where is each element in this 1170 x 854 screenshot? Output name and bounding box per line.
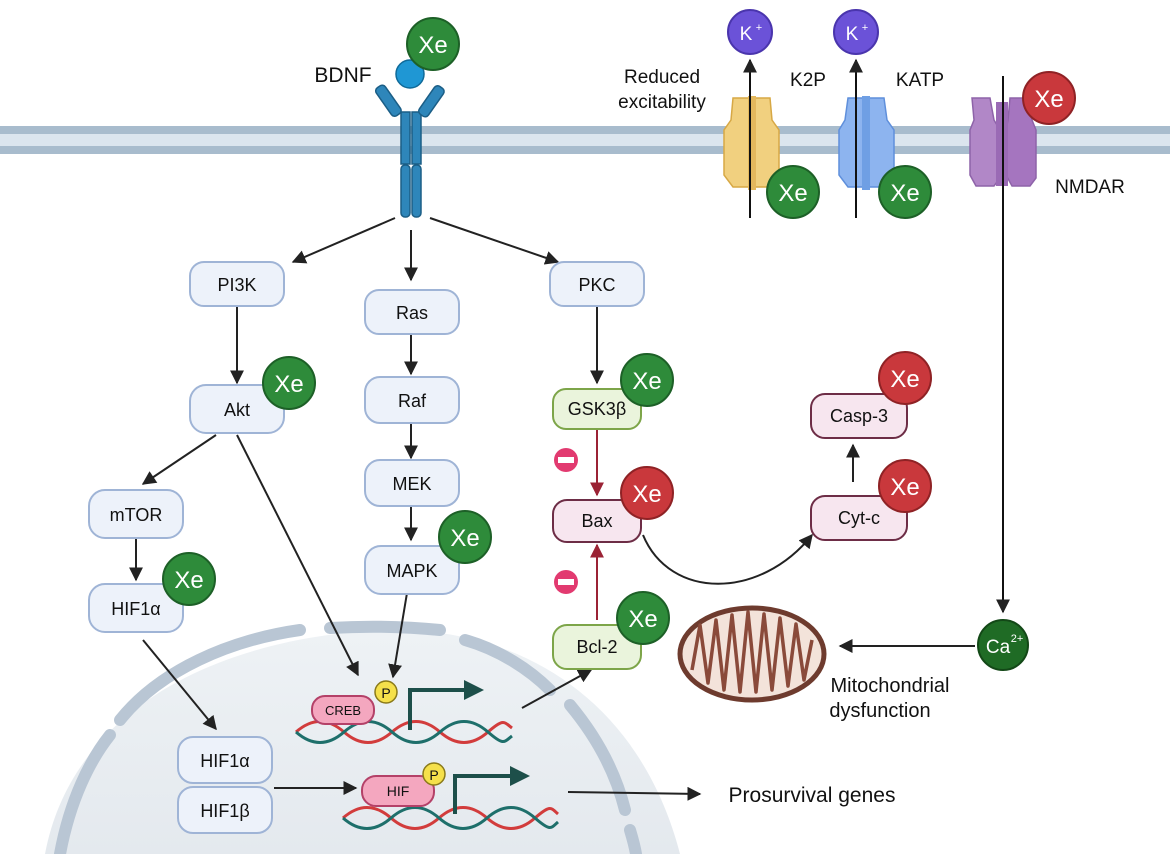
xe-badge-mapk: Xe bbox=[438, 510, 492, 564]
svg-text:HIF: HIF bbox=[387, 783, 410, 799]
svg-text:Xe: Xe bbox=[274, 371, 303, 398]
node-mtor: mTOR bbox=[88, 489, 184, 539]
node-cytc: Cyt-c bbox=[810, 495, 908, 541]
svg-text:+: + bbox=[756, 22, 762, 34]
svg-text:Bcl-2: Bcl-2 bbox=[576, 637, 617, 657]
xe-badge-gsk3b: Xe bbox=[620, 353, 674, 407]
svg-text:HIF1β: HIF1β bbox=[200, 801, 249, 821]
xe-badge-cytc: Xe bbox=[878, 459, 932, 513]
svg-text:Akt: Akt bbox=[224, 400, 250, 420]
svg-text:Xe: Xe bbox=[418, 32, 447, 59]
node-hif1b-nucleus: HIF1β bbox=[177, 786, 273, 834]
creb-dna bbox=[295, 680, 513, 744]
svg-text:MAPK: MAPK bbox=[386, 561, 437, 581]
svg-text:Xe: Xe bbox=[628, 606, 657, 633]
svg-text:K: K bbox=[740, 24, 753, 45]
svg-text:Xe: Xe bbox=[890, 180, 919, 207]
node-raf: Raf bbox=[364, 376, 460, 424]
xe-badge-hif1a: Xe bbox=[162, 552, 216, 606]
inhibit-sign-2 bbox=[554, 570, 578, 594]
katp-label: KATP bbox=[896, 70, 944, 91]
svg-text:Ras: Ras bbox=[396, 303, 428, 323]
svg-text:Raf: Raf bbox=[398, 391, 427, 411]
node-mapk: MAPK bbox=[364, 545, 460, 595]
xe-badge-katp: Xe bbox=[878, 165, 932, 219]
k2p-channel bbox=[723, 96, 780, 190]
mito-label-1: Mitochondrial bbox=[831, 675, 950, 697]
svg-text:Xe: Xe bbox=[632, 481, 661, 508]
creb-protein: CREB bbox=[311, 695, 375, 725]
svg-text:Casp-3: Casp-3 bbox=[830, 406, 888, 426]
signal-arrows bbox=[129, 217, 975, 801]
bdnf-label: BDNF bbox=[314, 64, 371, 87]
reduced-excitability-label-2: excitability bbox=[618, 92, 706, 113]
svg-text:Xe: Xe bbox=[890, 366, 919, 393]
xe-badge-bcl2: Xe bbox=[616, 591, 670, 645]
svg-text:MEK: MEK bbox=[392, 474, 431, 494]
prosurvival-label: Prosurvival genes bbox=[729, 784, 896, 807]
node-ras: Ras bbox=[364, 289, 460, 335]
inhibit-sign-1 bbox=[554, 448, 578, 472]
k2p-label: K2P bbox=[790, 70, 826, 91]
nmdar-label: NMDAR bbox=[1055, 177, 1125, 198]
svg-text:Xe: Xe bbox=[890, 474, 919, 501]
hif-phospho: P bbox=[422, 762, 446, 786]
svg-text:HIF1α: HIF1α bbox=[200, 751, 249, 771]
node-casp3: Casp-3 bbox=[810, 393, 908, 439]
svg-text:HIF1α: HIF1α bbox=[111, 599, 160, 619]
node-bax: Bax bbox=[552, 499, 642, 543]
svg-text:PKC: PKC bbox=[578, 275, 615, 295]
reduced-excitability-label-1: Reduced bbox=[624, 67, 700, 88]
svg-text:GSK3β: GSK3β bbox=[568, 399, 626, 419]
node-pkc: PKC bbox=[549, 261, 645, 307]
hif-protein: HIF bbox=[361, 775, 435, 807]
xe-badge-bdnf: Xe bbox=[406, 17, 460, 71]
creb-phospho: P bbox=[374, 680, 398, 704]
svg-text:P: P bbox=[429, 767, 438, 783]
node-hif1a-nucleus: HIF1α bbox=[177, 736, 273, 784]
svg-text:CREB: CREB bbox=[325, 703, 361, 718]
svg-text:Xe: Xe bbox=[1034, 86, 1063, 113]
svg-text:PI3K: PI3K bbox=[217, 275, 256, 295]
svg-text:K: K bbox=[846, 24, 859, 45]
calcium-ion: Ca 2+ bbox=[977, 619, 1029, 671]
svg-text:Xe: Xe bbox=[450, 525, 479, 552]
node-mek: MEK bbox=[364, 459, 460, 507]
node-bcl2: Bcl-2 bbox=[552, 624, 642, 670]
svg-text:P: P bbox=[381, 685, 390, 701]
svg-text:Bax: Bax bbox=[581, 511, 612, 531]
xe-badge-akt: Xe bbox=[262, 356, 316, 410]
xe-badge-k2p: Xe bbox=[766, 165, 820, 219]
hif-dna bbox=[342, 766, 559, 830]
svg-text:+: + bbox=[862, 22, 868, 34]
mito-label-2: dysfunction bbox=[829, 700, 930, 722]
svg-text:Xe: Xe bbox=[632, 368, 661, 395]
svg-text:Cyt-c: Cyt-c bbox=[838, 508, 880, 528]
xe-badge-casp3: Xe bbox=[878, 351, 932, 405]
mitochondrion-icon bbox=[677, 605, 827, 703]
node-hif1a-cytoplasm: HIF1α bbox=[88, 583, 184, 633]
node-gsk3b: GSK3β bbox=[552, 388, 642, 430]
bdnf-receptor bbox=[374, 59, 445, 218]
k-ion-2: K + bbox=[833, 9, 879, 55]
xe-badge-nmdar: Xe bbox=[1022, 71, 1076, 125]
svg-text:2+: 2+ bbox=[1011, 633, 1024, 645]
node-pi3k: PI3K bbox=[189, 261, 285, 307]
svg-text:mTOR: mTOR bbox=[110, 505, 163, 525]
svg-text:Xe: Xe bbox=[174, 567, 203, 594]
svg-text:Ca: Ca bbox=[986, 637, 1011, 658]
k-ion-1: K + bbox=[727, 9, 773, 55]
svg-text:Xe: Xe bbox=[778, 180, 807, 207]
xe-badge-bax: Xe bbox=[620, 466, 674, 520]
